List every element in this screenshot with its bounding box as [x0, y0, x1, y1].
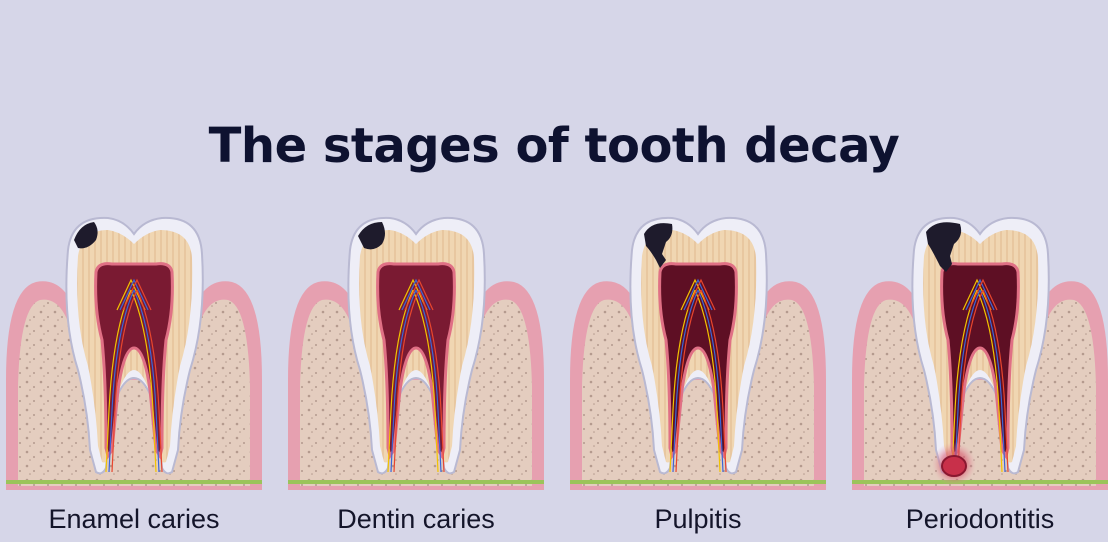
stage-panel [560, 210, 836, 500]
stage-panel [842, 210, 1108, 500]
base-strip [852, 480, 1108, 484]
tooth-illustration [288, 216, 544, 490]
decay-lesion [926, 222, 962, 272]
decay-lesion [74, 222, 98, 249]
base-strip [6, 480, 262, 484]
stage-panel [278, 210, 554, 500]
base-strip [570, 480, 826, 484]
decay-lesion [358, 222, 385, 250]
nerve-line [672, 278, 724, 473]
nerve-line [393, 278, 445, 473]
nerve-line [957, 278, 1009, 473]
nerve-line [108, 278, 160, 473]
stage-label-periodontitis: Periodontitis [905, 504, 1055, 534]
tooth-illustration [6, 216, 262, 490]
stage-panel [0, 210, 272, 500]
abscess [941, 455, 967, 477]
tooth-illustration [570, 216, 826, 490]
nerve-line [675, 278, 727, 473]
diagram-title: The stages of tooth decay [208, 118, 900, 174]
nerve-line [111, 278, 163, 473]
stage-label-dentin-caries: Dentin caries [337, 504, 495, 534]
base-strip [288, 480, 544, 484]
stage-label-pulpitis: Pulpitis [654, 504, 742, 534]
stage-label-enamel-caries: Enamel caries [48, 504, 220, 534]
decay-lesion [644, 223, 673, 268]
nerve-line [390, 278, 442, 473]
nerve-line [954, 278, 1006, 473]
tooth-illustration [852, 216, 1108, 490]
